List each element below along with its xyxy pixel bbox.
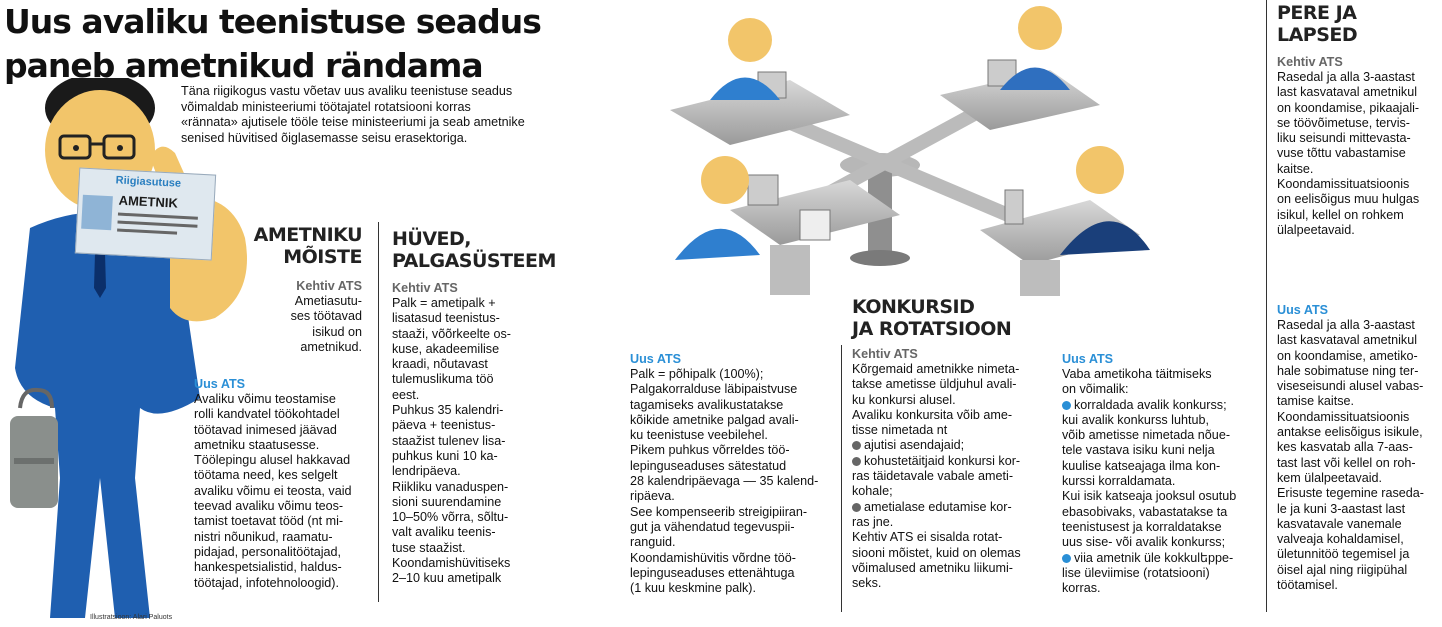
kehtiv-label: Kehtiv ATS <box>296 279 362 293</box>
illustration-credit: Illustratsioon: Alari Paluots <box>90 614 173 621</box>
kehtiv-label: Kehtiv ATS <box>852 347 918 361</box>
badge-org: Riigiasutuse <box>115 174 182 190</box>
uus-label: Uus ATS <box>1277 303 1329 317</box>
divider <box>378 222 379 602</box>
section-title-line1: AMETNIKU <box>253 224 363 246</box>
blue-bullet <box>1062 400 1071 410</box>
section-title-line2: PALGASÜSTEEM <box>392 250 556 272</box>
blue-bullet <box>1062 553 1071 563</box>
kehtiv-text: Palk = ametipalk +lisatasud teenistus- s… <box>392 296 511 586</box>
headline: Uus avaliku teenistuse seadus paneb amet… <box>4 0 542 88</box>
id-badge: Riigiasutuse AMETNIK <box>74 167 217 261</box>
section-title-line1: KONKURSID <box>852 296 975 318</box>
uus-label: Uus ATS <box>1062 352 1114 366</box>
kehtiv-label: Kehtiv ATS <box>1277 55 1343 69</box>
section-title-line2: LAPSED <box>1277 24 1358 46</box>
divider <box>841 345 842 612</box>
uus-text: Palk = põhipalk (100%);Palgakorralduse l… <box>630 367 819 596</box>
divider <box>1266 0 1267 612</box>
section-title-line1: PERE JA <box>1277 2 1357 24</box>
gray-bullet <box>852 456 861 466</box>
section-title-line1: HÜVED, <box>392 228 472 250</box>
kehtiv-label: Kehtiv ATS <box>392 281 458 295</box>
section-title-line2: MÕISTE <box>283 246 362 268</box>
section-konkursid: KONKURSID JA ROTATSIOON Kehtiv ATS Kõrge… <box>852 296 1062 591</box>
uus-label: Uus ATS <box>630 352 682 366</box>
uus-label: Uus ATS <box>194 377 246 391</box>
section-ametniku-moiste: AMETNIKU MÕISTE Kehtiv ATS Ametiasutu-se… <box>222 224 363 355</box>
gray-bullet <box>852 441 861 451</box>
badge-role: AMETNIK <box>118 192 179 211</box>
headline-line-1: Uus avaliku teenistuse seadus <box>4 2 542 41</box>
office-desks-illustration <box>670 6 1150 296</box>
section-pere: PERE JA LAPSED Kehtiv ATS Rasedal ja all… <box>1277 2 1442 238</box>
section-title-line2: JA ROTATSIOON <box>852 318 1012 340</box>
kehtiv-text: Kõrgemaid ametnikke nimeta-takse ametiss… <box>852 362 1021 591</box>
intro-text: Täna riigikogus vastu võetav uus avaliku… <box>181 84 525 145</box>
section-huved: HÜVED, PALGASÜSTEEM Kehtiv ATS Palk = am… <box>392 228 582 587</box>
gray-bullet <box>852 502 861 512</box>
badge-photo <box>81 194 113 231</box>
section2-uus: Uus ATS Palk = põhipalk (100%);Palgakorr… <box>630 351 840 596</box>
